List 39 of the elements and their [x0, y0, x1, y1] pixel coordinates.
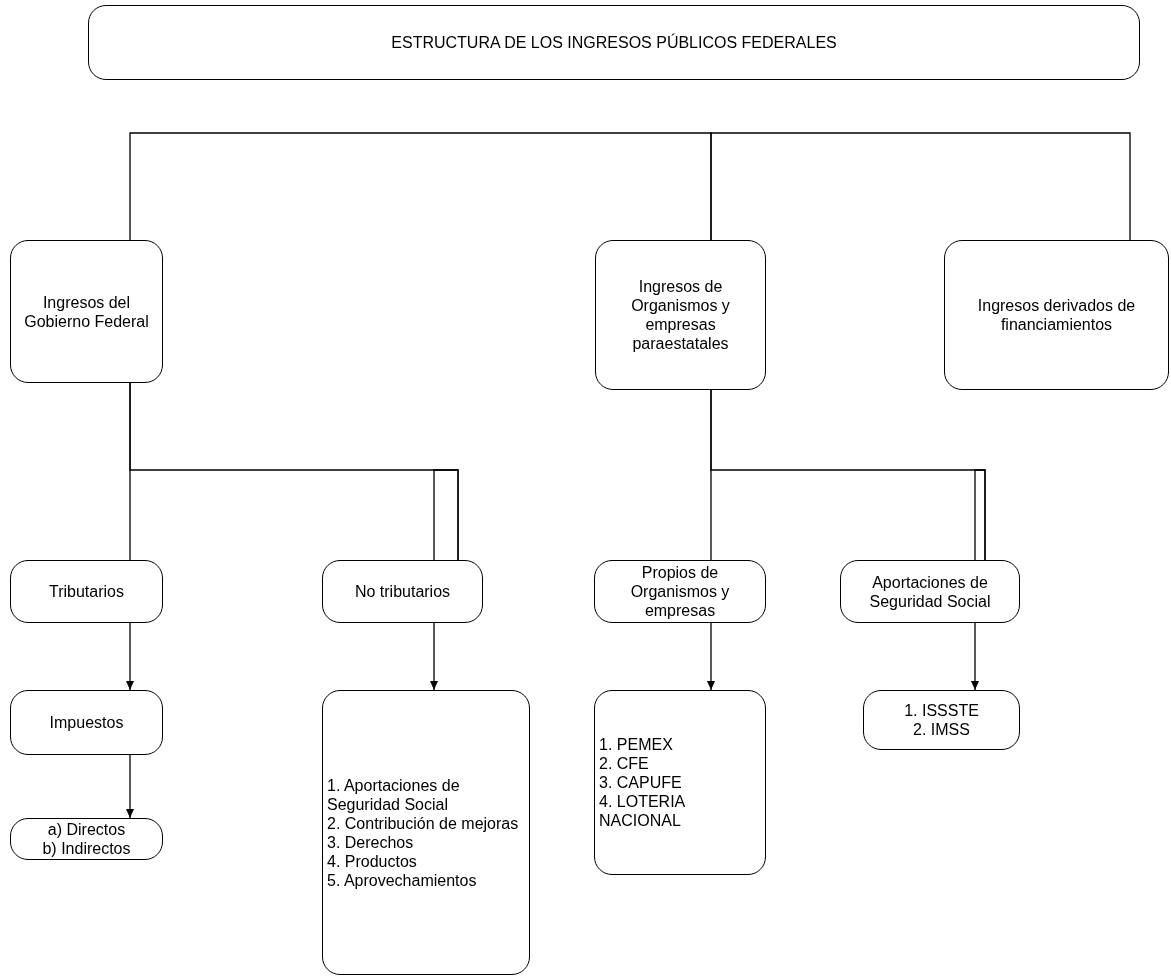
category-box — [594, 560, 766, 623]
connector-line — [710, 132, 1131, 241]
list-box — [10, 818, 163, 860]
list-item: 2. IMSS — [913, 720, 970, 739]
node-label: No tributarios — [354, 582, 451, 601]
node-label: Ingresos derivados de financiamientos — [976, 296, 1137, 334]
node-label: Propios de Organismos y empresas — [629, 563, 731, 620]
node-label: Ingresos del Gobierno Federal — [23, 292, 150, 331]
node-label: Ingresos de Organismos y empresas paraestatales — [630, 277, 731, 353]
list-item: 2. CFE — [599, 754, 649, 773]
category-box — [944, 240, 1169, 390]
arrow — [707, 622, 715, 691]
list-item: 1. ISSSTE — [904, 701, 979, 720]
list-item: 2. Contribución de mejoras — [327, 813, 519, 833]
category-box — [322, 560, 483, 623]
list-item: a) Directos — [47, 820, 126, 839]
list-item: 3. CAPUFE — [599, 773, 682, 792]
arrow — [126, 622, 134, 691]
arrow — [126, 754, 134, 819]
connector-line — [129, 132, 712, 241]
list-item: 4. Productos — [327, 851, 417, 871]
category-box — [840, 560, 1020, 623]
list-box — [594, 690, 766, 875]
list-item: 5. Aprovechamientos — [327, 870, 477, 890]
list-box — [863, 690, 1020, 750]
node-label: Aportaciones de Seguridad Social — [868, 572, 992, 611]
list-item: 3. Derechos — [327, 832, 414, 852]
category-box — [10, 560, 163, 623]
category-box — [595, 240, 766, 390]
list-item: 4. LOTERIA NACIONAL — [599, 792, 686, 830]
node-label: Tributarios — [49, 582, 124, 601]
node-label: Impuestos — [49, 713, 124, 732]
title-box: ESTRUCTURA DE LOS INGRESOS PÚBLICOS FEDERALES — [88, 5, 1140, 80]
category-box — [10, 690, 163, 755]
list-item: b) Indirectos — [42, 839, 131, 858]
list-item: 1. PEMEX — [599, 735, 673, 754]
category-box — [10, 240, 163, 383]
list-box — [322, 690, 530, 975]
list-item: 1. Aportaciones de Seguridad Social — [327, 775, 461, 814]
